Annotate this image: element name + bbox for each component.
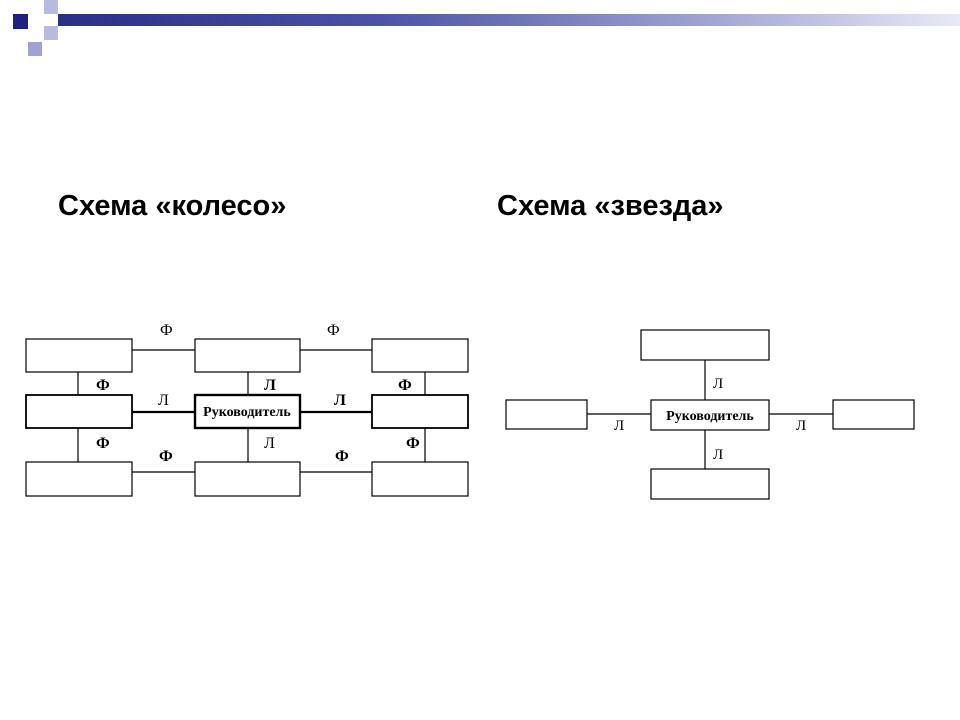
wheel-link-label: Ф: [160, 322, 173, 339]
wheel-title: Схема «колесо»: [58, 190, 287, 222]
corner-square-light: [28, 42, 42, 56]
wheel-link-label: Ф: [406, 435, 420, 452]
wheel-box: [194, 338, 301, 373]
wheel-link-label: Ф: [159, 448, 173, 465]
star-link-label: Л: [796, 418, 806, 434]
wheel-box: [371, 394, 469, 429]
star-leader-box: [650, 399, 770, 431]
wheel-leader-box: [193, 393, 302, 430]
star-box: [650, 468, 770, 500]
star-labels: Руководитель Л Л Л Л: [614, 376, 806, 463]
wheel-link-label: Ф: [96, 435, 110, 452]
wheel-link-label: Л: [158, 392, 169, 409]
wheel-link-label: Ф: [398, 377, 412, 394]
wheel-box: [25, 461, 133, 497]
star-link-label: Л: [713, 376, 723, 392]
wheel-link-label: Ф: [327, 322, 340, 339]
corner-square-light: [44, 26, 58, 40]
wheel-link-label: Л: [334, 392, 346, 409]
wheel-diagram: [25, 338, 469, 497]
wheel-link-label: Ф: [96, 377, 110, 394]
corner-square-dark: [13, 14, 28, 29]
wheel-box: [25, 394, 133, 429]
wheel-box: [371, 461, 469, 497]
wheel-leader-label: Руководитель: [203, 405, 291, 420]
star-box: [505, 399, 588, 430]
header-gradient-bar: [58, 14, 960, 26]
star-link-label: Л: [713, 447, 723, 463]
wheel-box: [371, 338, 469, 373]
star-link-label: Л: [614, 418, 624, 434]
star-leader-label: Руководитель: [666, 409, 754, 424]
wheel-link-label: Л: [264, 435, 275, 452]
wheel-box: [194, 461, 301, 497]
corner-square-light: [44, 0, 58, 14]
wheel-link-label: Л: [264, 377, 276, 394]
star-box: [640, 329, 770, 361]
wheel-labels: Руководитель Ф Ф Ф Л Ф Л Л Ф Л Ф Ф Ф: [96, 322, 420, 465]
wheel-link-label: Ф: [335, 448, 349, 465]
star-box: [832, 399, 915, 430]
star-diagram: [505, 329, 915, 500]
star-title: Схема «звезда»: [497, 190, 724, 222]
wheel-box: [25, 338, 133, 373]
